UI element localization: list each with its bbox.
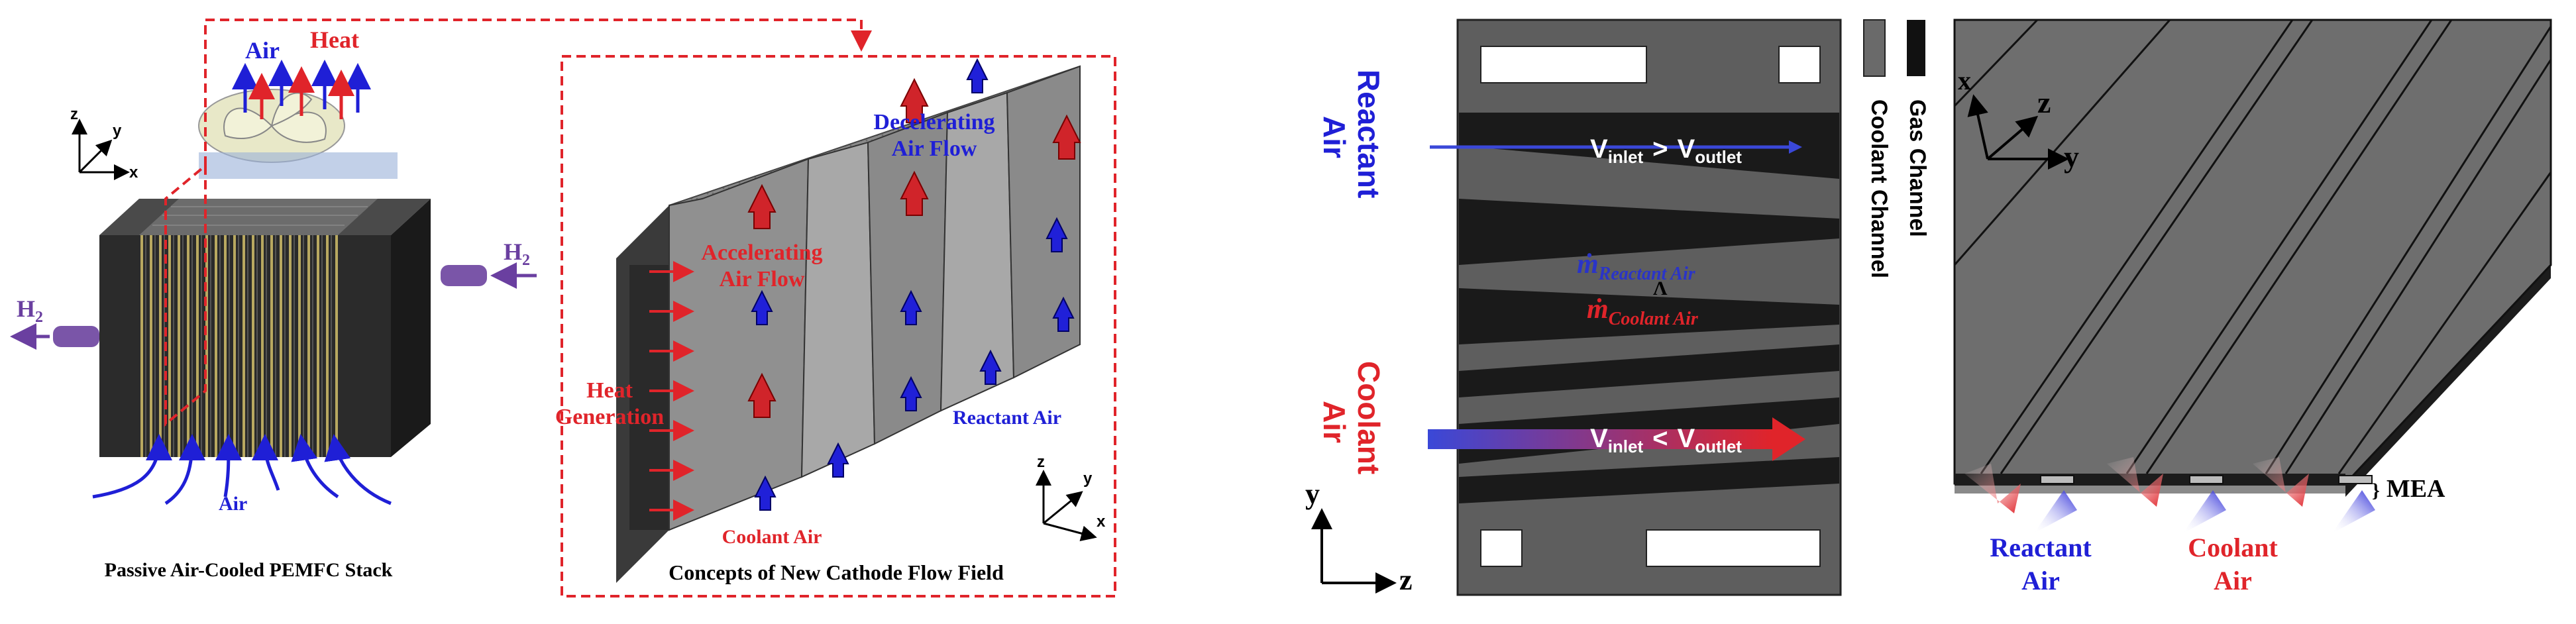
cathode-flow-field xyxy=(616,58,1081,583)
reactant-air-label-2: Air xyxy=(2021,566,2060,596)
channel-3d-panel: x z y }MEA Reactant Air Coolant Air xyxy=(1935,0,2576,624)
coolant-inlet-arrows xyxy=(1964,457,2309,513)
concept-caption: Concepts of New Cathode Flow Field xyxy=(669,560,1004,584)
xyz-axes-icon xyxy=(1967,94,2069,170)
fan-heat-label: Heat xyxy=(310,26,359,53)
reactant-flow-arrowhead xyxy=(1789,140,1802,154)
legend-gas-label: Gas Channel xyxy=(1905,99,1930,237)
accelerating-label-2: Air Flow xyxy=(720,267,805,291)
axis-z-label: z xyxy=(1399,564,1413,596)
coolant-air-label-2: Air xyxy=(1317,401,1352,443)
velocity-relation-bottom: Vinlet<Voutlet xyxy=(1590,424,1742,456)
decelerating-label-1: Decelerating xyxy=(873,110,994,134)
concept-axis-y-label: y xyxy=(1083,470,1093,488)
reactant-inlet-arrows xyxy=(2034,490,2375,533)
cooling-fan-icon xyxy=(198,89,398,179)
legend-coolant-label: Coolant Channel xyxy=(1866,99,1892,278)
concept-axis-z-label: z xyxy=(1037,453,1045,471)
pemfc-stack xyxy=(99,199,431,457)
coolant-air-label-1: Coolant xyxy=(2188,533,2278,562)
yz-axes-icon xyxy=(1311,508,1397,594)
h2-outlet-label: H2 xyxy=(17,295,43,326)
hydrogen-inlet-pipe xyxy=(441,262,537,289)
axis-y-label: y xyxy=(1305,478,1320,510)
h2-inlet-label: H2 xyxy=(504,238,530,269)
coolant-flow-arrowhead xyxy=(1772,417,1805,461)
coolant-air-label-1: Coolant xyxy=(1352,361,1386,474)
mass-flow-reactant: ṁReactant Air xyxy=(1577,249,1696,284)
fan-air-label: Air xyxy=(245,37,280,64)
axis-z-label: z xyxy=(2037,85,2051,119)
channel-layout-panel: Reactant Air Coolant Air Vinlet>Voutlet … xyxy=(1285,0,1930,624)
channel-3d-diagram: x z y }MEA Reactant Air Coolant Air xyxy=(1953,19,2552,596)
flow-plate xyxy=(1456,19,1842,596)
mass-flow-coolant: ṁCoolant Air xyxy=(1587,294,1699,329)
heat-generation-label-2: Generation xyxy=(555,405,664,429)
axis-y-label: y xyxy=(113,122,122,140)
axes-icon xyxy=(72,119,130,180)
stack-caption: Passive Air-Cooled PEMFC Stack xyxy=(105,559,393,581)
comparison-symbol: Λ xyxy=(1653,278,1668,299)
axis-x-label: x xyxy=(1958,66,1971,95)
channel-plate-3d xyxy=(1953,19,2552,497)
accelerating-label-1: Accelerating xyxy=(701,240,822,265)
decelerating-label-2: Air Flow xyxy=(892,136,977,161)
legend-gas-swatch xyxy=(1907,20,1925,76)
heat-generation-label-1: Heat xyxy=(586,378,633,403)
axis-x-label: x xyxy=(129,164,138,182)
velocity-relation-top: Vinlet>Voutlet xyxy=(1590,134,1742,167)
mea-label: }MEA xyxy=(2372,475,2445,503)
concept-axis-x-label: x xyxy=(1097,513,1106,531)
intake-air-label: Air xyxy=(219,493,247,515)
axis-z-label: z xyxy=(70,105,78,123)
stack-and-concept-panel: Air Heat H2 H2 Air z y x Passive Air-Coo… xyxy=(0,0,1140,624)
reactant-air-label-2: Air xyxy=(1317,116,1352,158)
fan-outflow-arrows xyxy=(232,60,371,119)
slice-highlight xyxy=(164,19,1116,598)
reactant-air-label-1: Reactant xyxy=(1990,533,2092,562)
reactant-air-label: Reactant Air xyxy=(953,407,1061,429)
coolant-air-label-2: Air xyxy=(2214,566,2252,596)
stack-diagram: Air Heat H2 H2 Air z y x Passive Air-Coo… xyxy=(10,19,1116,598)
hydrogen-outlet-pipe xyxy=(10,323,99,350)
coolant-air-label: Coolant Air xyxy=(722,526,822,548)
axis-y-label: y xyxy=(2064,140,2079,174)
concept-axes-icon xyxy=(1036,470,1097,541)
channel-diagram: Reactant Air Coolant Air Vinlet>Voutlet … xyxy=(1305,19,1930,596)
coolant-flow-arrow xyxy=(1428,429,1772,449)
reactant-air-label-1: Reactant xyxy=(1352,70,1386,198)
legend-coolant-swatch xyxy=(1863,19,1886,77)
air-intake-arrows xyxy=(92,434,392,505)
